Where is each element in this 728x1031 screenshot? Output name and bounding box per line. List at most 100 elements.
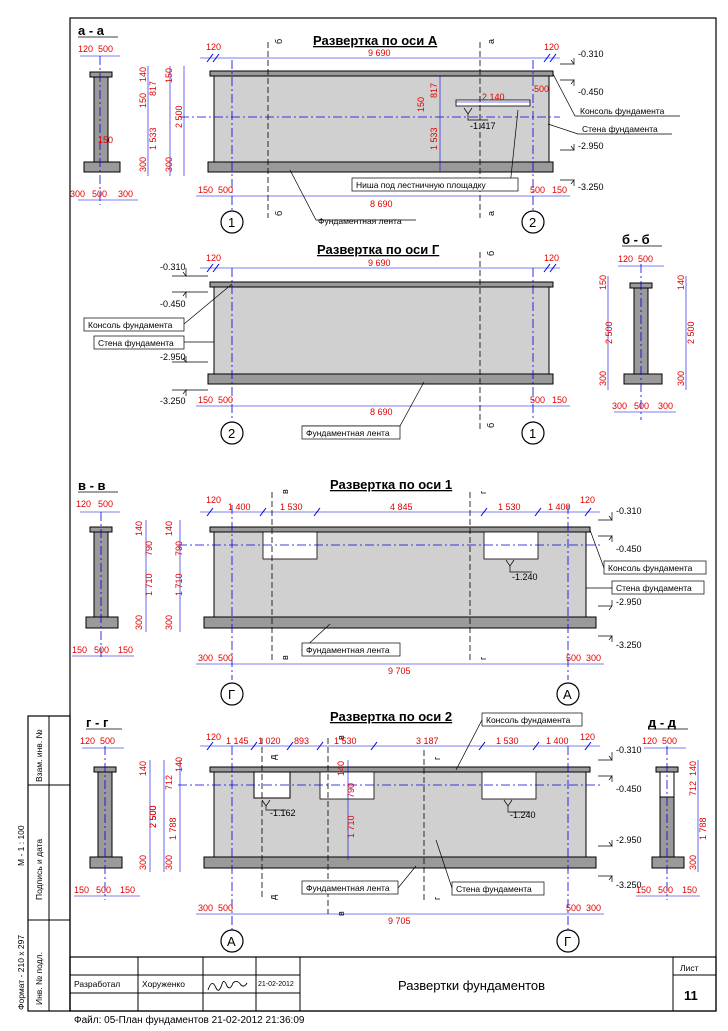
view-a-bdim-150-l: 150 — [198, 185, 213, 195]
view-g-bdim-500-r: 500 — [530, 395, 545, 405]
view-2-dim-1530-r: 1 530 — [496, 736, 519, 746]
view-g-callout-console: Консоль фундамента — [88, 320, 173, 330]
section-vv-dim-300: 300 — [134, 615, 144, 630]
view-2-dim-1788: 1 788 — [168, 817, 178, 840]
view-g-bdim-8690: 8 690 — [370, 407, 393, 417]
view-g-title: Развертка по оси Г — [317, 242, 440, 257]
view-1-dim-1710: 1 710 — [174, 573, 184, 596]
view-g-level-3: -2.950 — [160, 352, 186, 362]
view-2-dim-3187: 3 187 — [416, 736, 439, 746]
section-dd-dim-300: 300 — [688, 855, 698, 870]
view-a-dim-120-r: 120 — [544, 42, 559, 52]
view-g-axis-1: 1 — [529, 426, 536, 441]
view-2-bdim-500-l: 500 — [218, 903, 233, 913]
view-g-callout-strip: Фундаментная лента — [306, 428, 390, 438]
view-2-opening-right — [481, 771, 537, 800]
view-2-dim-1400: 1 400 — [546, 736, 569, 746]
section-v-v: в - в 120 500 140 790 1 710 300 150 500 … — [72, 478, 154, 660]
section-vv-bdim-500: 500 — [94, 645, 109, 655]
section-gg-dim-500: 500 — [100, 736, 115, 746]
section-dd-bdim-150-l: 150 — [636, 885, 651, 895]
section-gg-bdim-150-l: 150 — [74, 885, 89, 895]
section-aa-dim-150b: 150 — [98, 135, 113, 145]
view-axis-2: Развертка по оси 2 д в г д в г 120 1 145… — [148, 709, 642, 953]
view-a-niche — [455, 99, 531, 107]
section-dd-dim-120: 120 — [642, 736, 657, 746]
view-a-niche-depth: 500 — [534, 84, 549, 94]
view-1-cut-v-bottom: в — [280, 655, 290, 660]
view-2-cut-d-bottom: д — [268, 894, 278, 900]
view-1-opening-left — [262, 531, 318, 560]
view-2-bdim-300-l: 300 — [198, 903, 213, 913]
view-2-callout-console: Консоль фундамента — [486, 715, 571, 725]
view-1-cut-g-top: г — [478, 490, 488, 494]
section-vv-bdim-150-l: 150 — [72, 645, 87, 655]
view-g-cut-top: б — [486, 251, 496, 256]
view-a-niche-level: -1.417 — [470, 121, 496, 131]
section-vv-dim-140: 140 — [134, 521, 144, 536]
scale-label: М - 1 : 100 — [16, 825, 26, 866]
side-field-sign: Подпись и дата — [34, 839, 44, 900]
view-1-dim-120-l: 120 — [206, 495, 221, 505]
section-aa-strip — [83, 161, 121, 173]
section-vv-bdim-150-r: 150 — [118, 645, 133, 655]
section-vv-title: в - в — [78, 478, 106, 493]
view-a-bdim-500-l: 500 — [218, 185, 233, 195]
section-gg-bdim-150-r: 150 — [120, 885, 135, 895]
section-gg-dim-300: 300 — [138, 855, 148, 870]
section-aa-dim-817: 817 — [148, 81, 158, 96]
view-1-cut-g-bottom: г — [478, 656, 488, 660]
view-1-level-1: -0.310 — [616, 506, 642, 516]
section-bb-title: б - б — [622, 232, 650, 247]
view-1-dim-300: 300 — [164, 615, 174, 630]
view-1-bdim-9705: 9 705 — [388, 666, 411, 676]
signature-image — [207, 980, 248, 991]
view-g-console — [209, 281, 554, 288]
section-dd-title: д - д — [648, 715, 677, 730]
view-2-axis-g: Г — [564, 934, 571, 949]
view-a-wall — [213, 75, 550, 163]
section-gg-dim-2500: 2 500 — [148, 805, 158, 828]
sheet-title: Развертки фундаментов — [398, 978, 545, 993]
view-a-callout-niche: Ниша под лестничную площадку — [356, 180, 487, 190]
view-1-dim-1400-l: 1 400 — [228, 502, 251, 512]
view-1-bdim-500-r: 500 — [566, 653, 581, 663]
section-bb-dim-300-l: 300 — [598, 371, 608, 386]
view-2-niche-level-2: -1.240 — [510, 810, 536, 820]
section-a-a: а - а 120 500 140 817 150 1 533 150 300 … — [70, 23, 158, 205]
view-1-axis-a: А — [563, 687, 572, 702]
view-a-level-3: -2.950 — [578, 141, 604, 151]
view-g-cut-bottom: б — [486, 423, 496, 428]
developer-name: Хоруженко — [142, 979, 185, 989]
file-line: Файл: 05-План фундаментов 21-02-2012 21:… — [74, 1014, 305, 1026]
section-aa-bdim-300-r: 300 — [118, 189, 133, 199]
section-aa-console — [89, 71, 113, 78]
view-a-dim-120-l: 120 — [206, 42, 221, 52]
view-g-strip — [207, 373, 554, 385]
view-axis-1: Развертка по оси 1 в г в г 120 1 400 1 5… — [164, 477, 707, 706]
view-1-opening-right — [483, 531, 539, 560]
view-1-console — [209, 526, 591, 533]
view-g-bdim-150-l: 150 — [198, 395, 213, 405]
format-label: Формат - 210 х 297 — [16, 935, 26, 1010]
view-a-dim-9690: 9 690 — [368, 48, 391, 58]
view-2-axis-a: А — [227, 934, 236, 949]
section-dd-dim-500: 500 — [662, 736, 677, 746]
section-bb-dim-500: 500 — [638, 254, 653, 264]
view-1-callout-console: Консоль фундамента — [608, 563, 693, 573]
view-g-dim-9690: 9 690 — [368, 258, 391, 268]
section-dd-bdim-500: 500 — [658, 885, 673, 895]
view-g-dim-120-l: 120 — [206, 253, 221, 263]
view-2-dim-300: 300 — [164, 855, 174, 870]
section-dd-dim-712: 712 — [688, 781, 698, 796]
section-bb-dim-150: 150 — [598, 275, 608, 290]
view-1-title: Развертка по оси 1 — [330, 477, 452, 492]
view-2-console — [209, 766, 591, 773]
view-a-console — [209, 70, 554, 77]
section-gg-title: г - г — [86, 715, 109, 730]
view-2-dim-712: 712 — [164, 775, 174, 790]
view-2-cut-v-bottom: в — [336, 911, 346, 916]
view-a-title: Развертка по оси А — [313, 33, 438, 48]
view-2-bdim-300-r: 300 — [586, 903, 601, 913]
side-field-replace: Взам. инв. № — [34, 729, 44, 782]
